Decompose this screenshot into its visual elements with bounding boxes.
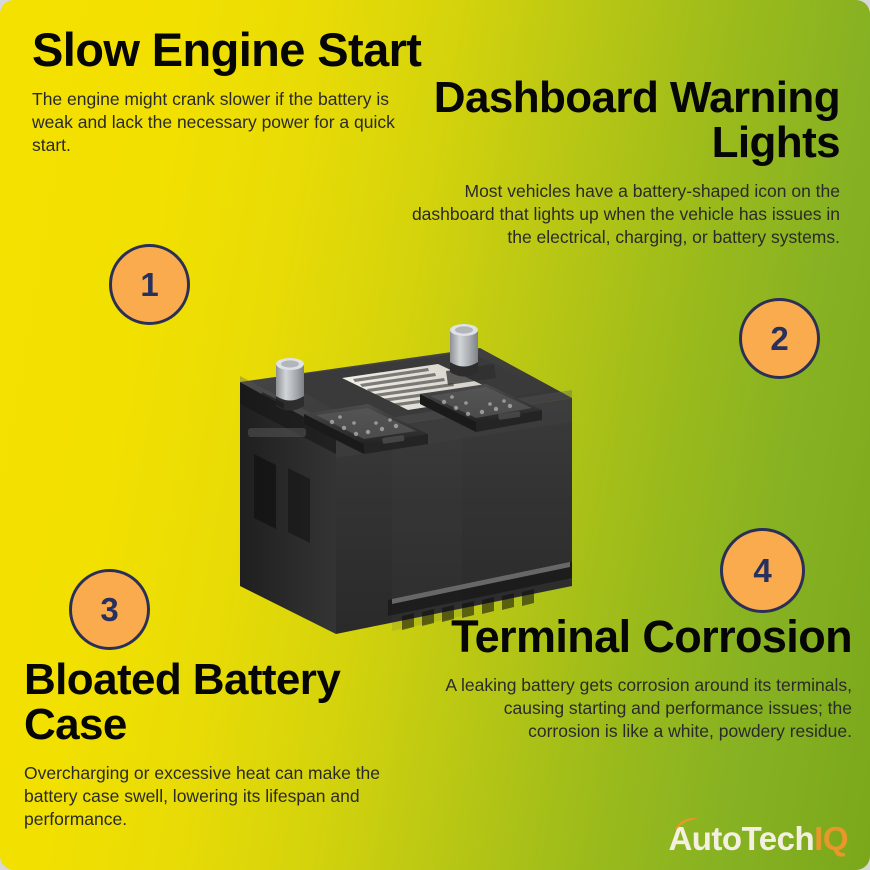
section-4-body: A leaking battery gets corrosion around … bbox=[445, 674, 852, 742]
battery-lid-notch bbox=[262, 392, 284, 409]
battery-terminal-post-right bbox=[450, 324, 478, 377]
section-1-title: Slow Engine Start bbox=[32, 23, 422, 76]
section-2-title: Dashboard Warning Lights bbox=[433, 73, 841, 167]
section-4-title: Terminal Corrosion bbox=[451, 611, 853, 662]
logo-accent-text: IQ bbox=[814, 819, 848, 857]
battery-left-side bbox=[240, 382, 336, 634]
section-dashboard-warning-lights: Dashboard Warning Lights Most vehicles h… bbox=[410, 73, 841, 250]
section-1-body: The engine might crank slower if the bat… bbox=[32, 88, 395, 156]
section-2-body: Most vehicles have a battery-shaped icon… bbox=[411, 180, 840, 248]
section-terminal-corrosion: Terminal Corrosion A leaking battery get… bbox=[432, 614, 852, 744]
logo-swoosh-icon bbox=[675, 817, 700, 829]
battery-vent-cap-left bbox=[304, 404, 428, 454]
section-3-title: Bloated Battery Case bbox=[24, 655, 341, 749]
step-number-badge-4: 4 bbox=[720, 528, 805, 613]
section-slow-engine-start: Slow Engine Start The engine might crank… bbox=[32, 26, 432, 158]
section-bloated-battery-case: Bloated Battery Case Overcharging or exc… bbox=[24, 655, 444, 832]
logo-primary-text: AutoTech bbox=[668, 819, 815, 857]
step-number-badge-1: 1 bbox=[109, 244, 190, 325]
battery-vent-cap-right bbox=[420, 384, 542, 432]
battery-terminal-post-left bbox=[276, 358, 304, 411]
car-battery-illustration bbox=[232, 286, 582, 646]
step-number-badge-2: 2 bbox=[739, 298, 820, 379]
section-3-body: Overcharging or excessive heat can make … bbox=[24, 762, 381, 830]
step-number-badge-3: 3 bbox=[69, 569, 150, 650]
